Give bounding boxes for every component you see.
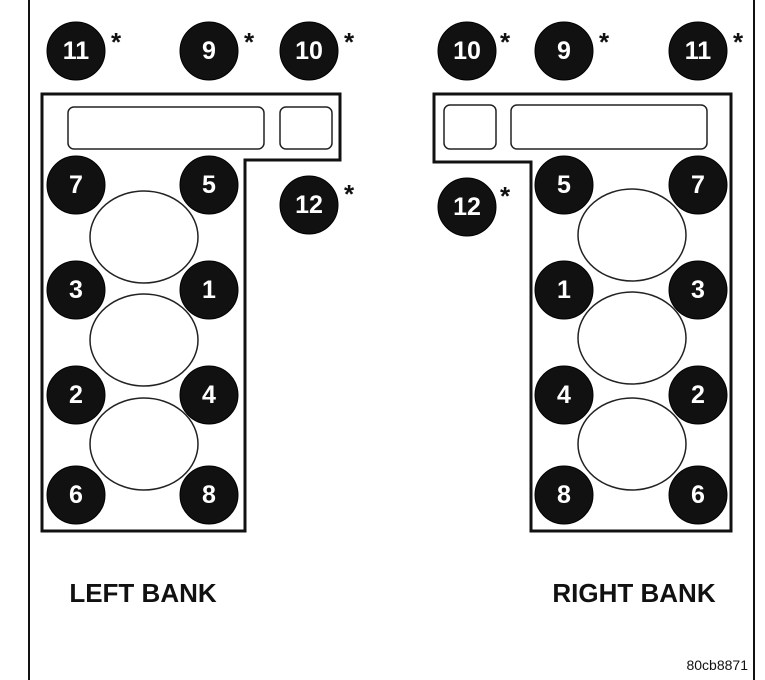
left-intake-port-wide	[67, 106, 265, 150]
bolt-number: 8	[557, 481, 571, 509]
torque-note-star: *	[111, 27, 122, 57]
bolt-number: 5	[557, 171, 571, 199]
bolt-number: 10	[295, 37, 323, 65]
left-bolt-6: 6	[46, 465, 106, 525]
bolt-number: 6	[691, 481, 705, 509]
right-bolt-10: 10 *	[437, 21, 511, 81]
left-bolt-2: 2	[46, 365, 106, 425]
bolt-number: 1	[202, 276, 216, 304]
left-bolt-4: 4	[179, 365, 239, 425]
left-cylinder-bore-3	[89, 397, 199, 491]
bolt-number: 8	[202, 481, 216, 509]
torque-note-star: *	[344, 27, 355, 57]
right-bolt-1: 1	[534, 260, 594, 320]
left-bolt-9: 9 *	[179, 21, 255, 81]
right-bolt-11: 11 *	[668, 21, 744, 81]
right-bank-bolts: 10 * 9 * 11 * 12 * 5 7 1	[437, 21, 744, 525]
left-cylinder-bore-2	[89, 293, 199, 387]
left-bolt-1: 1	[179, 260, 239, 320]
left-bolt-5: 5	[179, 155, 239, 215]
right-intake-port-small	[443, 104, 497, 150]
left-bank-label: LEFT BANK	[69, 578, 217, 608]
bolt-number: 10	[453, 37, 481, 65]
left-intake-port-small	[279, 106, 333, 150]
right-bolt-12: 12 *	[437, 177, 511, 237]
bolt-number: 2	[69, 381, 83, 409]
bolt-number: 2	[691, 381, 705, 409]
torque-note-star: *	[344, 179, 355, 209]
left-bolt-7: 7	[46, 155, 106, 215]
figure-reference-code: 80cb8871	[686, 657, 748, 673]
right-intake-port-wide	[510, 104, 708, 150]
right-bolt-7: 7	[668, 155, 728, 215]
torque-note-star: *	[733, 27, 744, 57]
bolt-number: 12	[453, 193, 481, 221]
right-bolt-9: 9 *	[534, 21, 610, 81]
right-bolt-8: 8	[534, 465, 594, 525]
bolt-number: 3	[69, 276, 83, 304]
right-bolt-6: 6	[668, 465, 728, 525]
right-cylinder-bore-3	[577, 397, 687, 491]
right-bolt-2: 2	[668, 365, 728, 425]
bolt-number: 11	[63, 37, 90, 65]
left-bolt-11: 11 *	[46, 21, 122, 81]
bolt-number: 9	[557, 37, 571, 65]
bolt-number: 12	[295, 191, 323, 219]
left-bolt-8: 8	[179, 465, 239, 525]
bolt-number: 4	[202, 381, 216, 409]
bolt-number: 6	[69, 481, 83, 509]
bolt-number: 7	[691, 171, 705, 199]
left-bolt-3: 3	[46, 260, 106, 320]
torque-note-star: *	[599, 27, 610, 57]
right-cylinder-bore-1	[577, 188, 687, 282]
bolt-number: 3	[691, 276, 705, 304]
left-bank-bolts: 11 * 9 * 10 * 12 * 7 5 3	[46, 21, 355, 525]
left-bolt-12: 12 *	[279, 175, 355, 235]
left-cylinder-bore-1	[89, 190, 199, 284]
left-bolt-10: 10 *	[279, 21, 355, 81]
right-bolt-4: 4	[534, 365, 594, 425]
right-bolt-5: 5	[534, 155, 594, 215]
bolt-number: 5	[202, 171, 216, 199]
bolt-number: 4	[557, 381, 571, 409]
bolt-number: 7	[69, 171, 83, 199]
bolt-number: 1	[557, 276, 571, 304]
right-bolt-3: 3	[668, 260, 728, 320]
bolt-number: 9	[202, 37, 216, 65]
bolt-number: 11	[685, 37, 712, 65]
right-cylinder-bore-2	[577, 291, 687, 385]
torque-note-star: *	[244, 27, 255, 57]
right-bank-label: RIGHT BANK	[552, 578, 715, 608]
torque-note-star: *	[500, 181, 511, 211]
torque-note-star: *	[500, 27, 511, 57]
